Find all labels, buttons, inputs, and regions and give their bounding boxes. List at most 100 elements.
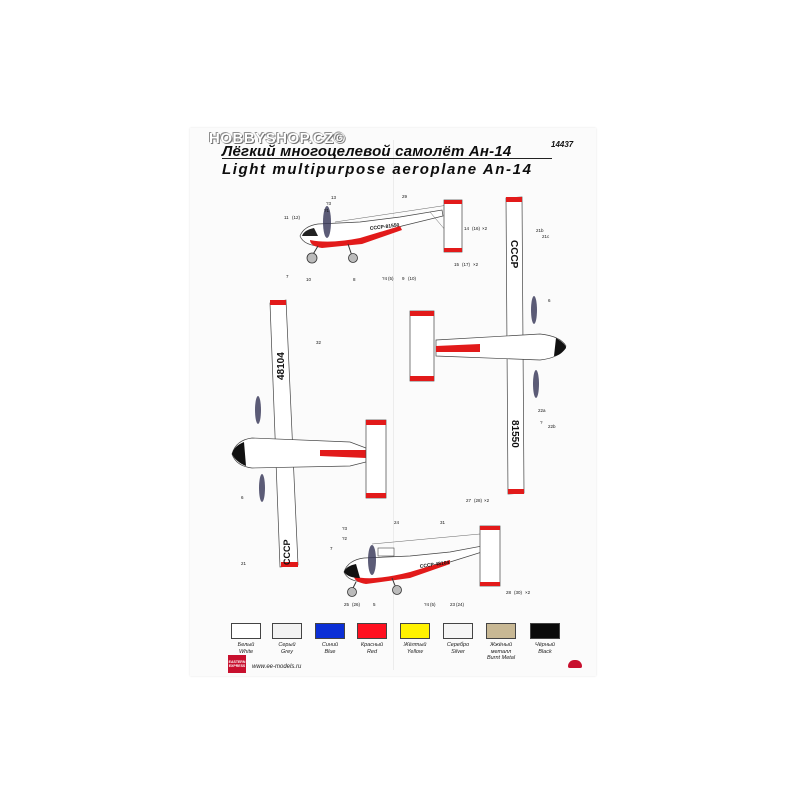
color-name-russian: Серый bbox=[278, 642, 296, 648]
color-name-russian: Синий bbox=[321, 642, 339, 648]
color-name-english: Black bbox=[538, 648, 552, 655]
callout: (30) bbox=[514, 590, 523, 595]
color-swatch bbox=[272, 623, 302, 639]
callout: ?4 bbox=[382, 276, 388, 281]
color-name-english: Red bbox=[366, 648, 378, 655]
callout: ×2 bbox=[525, 590, 531, 595]
color-name-russian: Жжёный металл bbox=[489, 642, 513, 655]
shop-watermark: HOBBYSHOP.CZ© bbox=[209, 130, 346, 147]
callout: 21 bbox=[241, 561, 247, 566]
callout: (5) bbox=[388, 276, 394, 281]
website-url: www.ee-models.ru bbox=[252, 664, 302, 670]
registration-side-1: СССР-81550 bbox=[370, 222, 400, 232]
callout: ?3 bbox=[326, 201, 332, 206]
callout: 6 bbox=[548, 298, 551, 303]
callout: 10 bbox=[306, 277, 312, 282]
color-name-english: Silver bbox=[451, 648, 465, 655]
callout: ×2 bbox=[482, 226, 488, 231]
callout: (16) bbox=[472, 226, 481, 231]
callout: (28) bbox=[474, 498, 483, 503]
color-name-english: Grey bbox=[281, 648, 293, 655]
logo-line: EXPRESS bbox=[228, 664, 246, 668]
callout: (26) bbox=[352, 602, 361, 607]
callout: 28 bbox=[506, 590, 512, 595]
color-swatch bbox=[443, 623, 473, 639]
callout: 22b bbox=[548, 424, 556, 429]
callout: ? bbox=[540, 420, 543, 425]
color-name-russian: Белый bbox=[237, 642, 255, 648]
registration-side-2: СССР-48104 bbox=[419, 560, 449, 570]
callout: ?3 bbox=[342, 526, 348, 531]
callout: (17) bbox=[462, 262, 471, 267]
color-swatch bbox=[530, 623, 560, 639]
callout: 7 bbox=[286, 274, 289, 279]
color-name-english: Yellow bbox=[407, 648, 423, 655]
color-swatch bbox=[315, 623, 345, 639]
callout: 25 bbox=[344, 602, 350, 607]
callout: 27 bbox=[466, 498, 472, 503]
title-english: Light multipurpose aeroplane An-14 bbox=[222, 161, 533, 178]
registration-wing-left-1: 48104 bbox=[276, 352, 287, 380]
color-swatch bbox=[231, 623, 261, 639]
callout: ×2 bbox=[484, 498, 490, 503]
callout: (5) bbox=[430, 602, 436, 607]
callout: 21b bbox=[536, 228, 544, 233]
side-view-2: СССР-48104 bbox=[343, 525, 501, 597]
callout: ?4 bbox=[424, 602, 430, 607]
callout: 31 bbox=[440, 520, 446, 525]
color-name-russian: Чёрный bbox=[535, 642, 555, 648]
color-name-english: Blue bbox=[324, 648, 336, 655]
color-swatch bbox=[486, 623, 516, 639]
callout: 15 bbox=[454, 262, 460, 267]
callout: 24 bbox=[394, 520, 400, 525]
callout: 14 bbox=[464, 226, 470, 231]
callout: (24) bbox=[456, 602, 465, 607]
callout: 29 bbox=[402, 194, 408, 199]
callout: 9 bbox=[402, 276, 405, 281]
color-name-russian: Жёлтый bbox=[403, 642, 427, 648]
callout: 6 bbox=[241, 495, 244, 500]
registration-wing-right-2: 81550 bbox=[509, 420, 520, 448]
mascot-icon bbox=[568, 660, 582, 668]
title-underline bbox=[222, 158, 552, 159]
callout: 23 bbox=[450, 602, 456, 607]
logo-line: EASTERN bbox=[228, 659, 246, 664]
callout: 21c bbox=[542, 234, 550, 239]
callout: 5 bbox=[373, 602, 376, 607]
callout: (12) bbox=[292, 215, 301, 220]
callout: 13 bbox=[331, 195, 337, 200]
callout: 8 bbox=[353, 277, 356, 282]
callout: (10) bbox=[408, 276, 417, 281]
title-russian: Лёгкий многоцелевой самолёт Ан-14 bbox=[222, 143, 512, 160]
callout: ×2 bbox=[473, 262, 479, 267]
color-name-english: Burnt Metal bbox=[486, 655, 516, 661]
catalog-number: 14437 bbox=[551, 140, 574, 149]
callout: 22a bbox=[538, 408, 546, 413]
registration-wing-left-2: CCCP bbox=[282, 539, 292, 565]
top-view-left: 48104 CCCP bbox=[231, 299, 387, 568]
bottom-view-right: CCCP 81550 bbox=[409, 196, 567, 495]
callout: 32 bbox=[316, 340, 322, 345]
color-name-english: White bbox=[238, 648, 254, 655]
color-swatch bbox=[400, 623, 430, 639]
registration-wing-right-1: CCCP bbox=[508, 240, 519, 269]
callout-labels: 13 ?3 ?1 11 (12) 29 14 (16) ×2 15 (17) ×… bbox=[241, 194, 556, 607]
callout: 7 bbox=[330, 546, 333, 551]
callout: 11 bbox=[284, 215, 289, 220]
color-swatch bbox=[357, 623, 387, 639]
callout: ?1 bbox=[324, 208, 330, 213]
manufacturer-logo: EASTERN EXPRESS bbox=[228, 655, 246, 673]
color-name-russian: Красный bbox=[360, 642, 384, 648]
page-fold bbox=[393, 140, 394, 670]
side-view-1: СССР-81550 bbox=[299, 199, 463, 264]
color-name-russian: Серебро bbox=[446, 642, 470, 648]
